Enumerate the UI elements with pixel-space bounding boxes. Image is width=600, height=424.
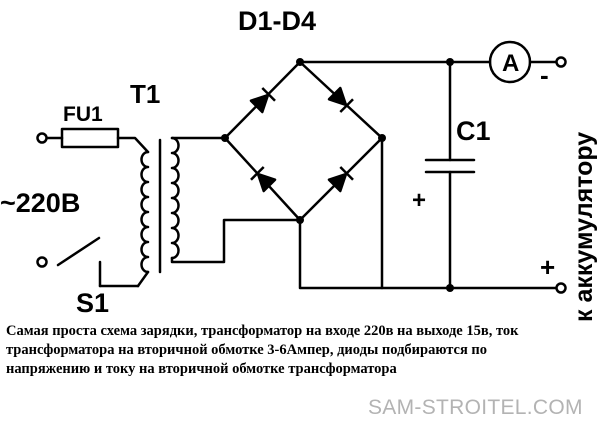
input-terminal-bottom [36,256,48,268]
secondary-winding [170,136,180,260]
primary-winding [140,150,150,274]
diode-d3 [250,166,277,193]
output-terminal-plus [555,282,567,294]
caption: Самая проста схема зарядки, трансформато… [6,323,519,377]
output-terminal-minus [555,56,567,68]
diode-d1 [249,87,276,114]
capacitor-polarity-label: + [412,187,426,214]
output-minus-label: - [540,60,549,90]
input-voltage-label: ~220В [0,188,80,218]
diode-d4 [327,166,354,193]
junction-dot [296,216,304,224]
junction-dot [378,134,386,142]
wire-fuse-to-primary [116,136,150,154]
watermark: SAM-STROITEL.COM [368,396,583,419]
diode-d2 [327,86,354,113]
junction-dot [446,284,454,292]
transformer-label: T1 [130,79,160,109]
junction-dot [221,134,229,142]
fuse-fu1 [60,127,120,149]
input-terminal-top [36,132,48,144]
wire-primary-bottom [136,270,150,288]
battery-label: к аккумулятору [570,132,598,322]
switch-s1-blade [56,236,101,267]
fuse-label: FU1 [63,103,103,126]
ammeter-label: A [502,50,519,77]
junction-dot [446,58,454,66]
switch-label: S1 [76,288,109,318]
junction-dot [296,58,304,66]
wire-secondary-bottom [170,218,302,264]
capacitor-label: C1 [456,116,491,146]
diode-bridge [223,60,384,222]
wire-bridge-negative [298,136,384,290]
output-plus-label: + [540,252,555,282]
bridge-label: D1-D4 [238,6,316,36]
